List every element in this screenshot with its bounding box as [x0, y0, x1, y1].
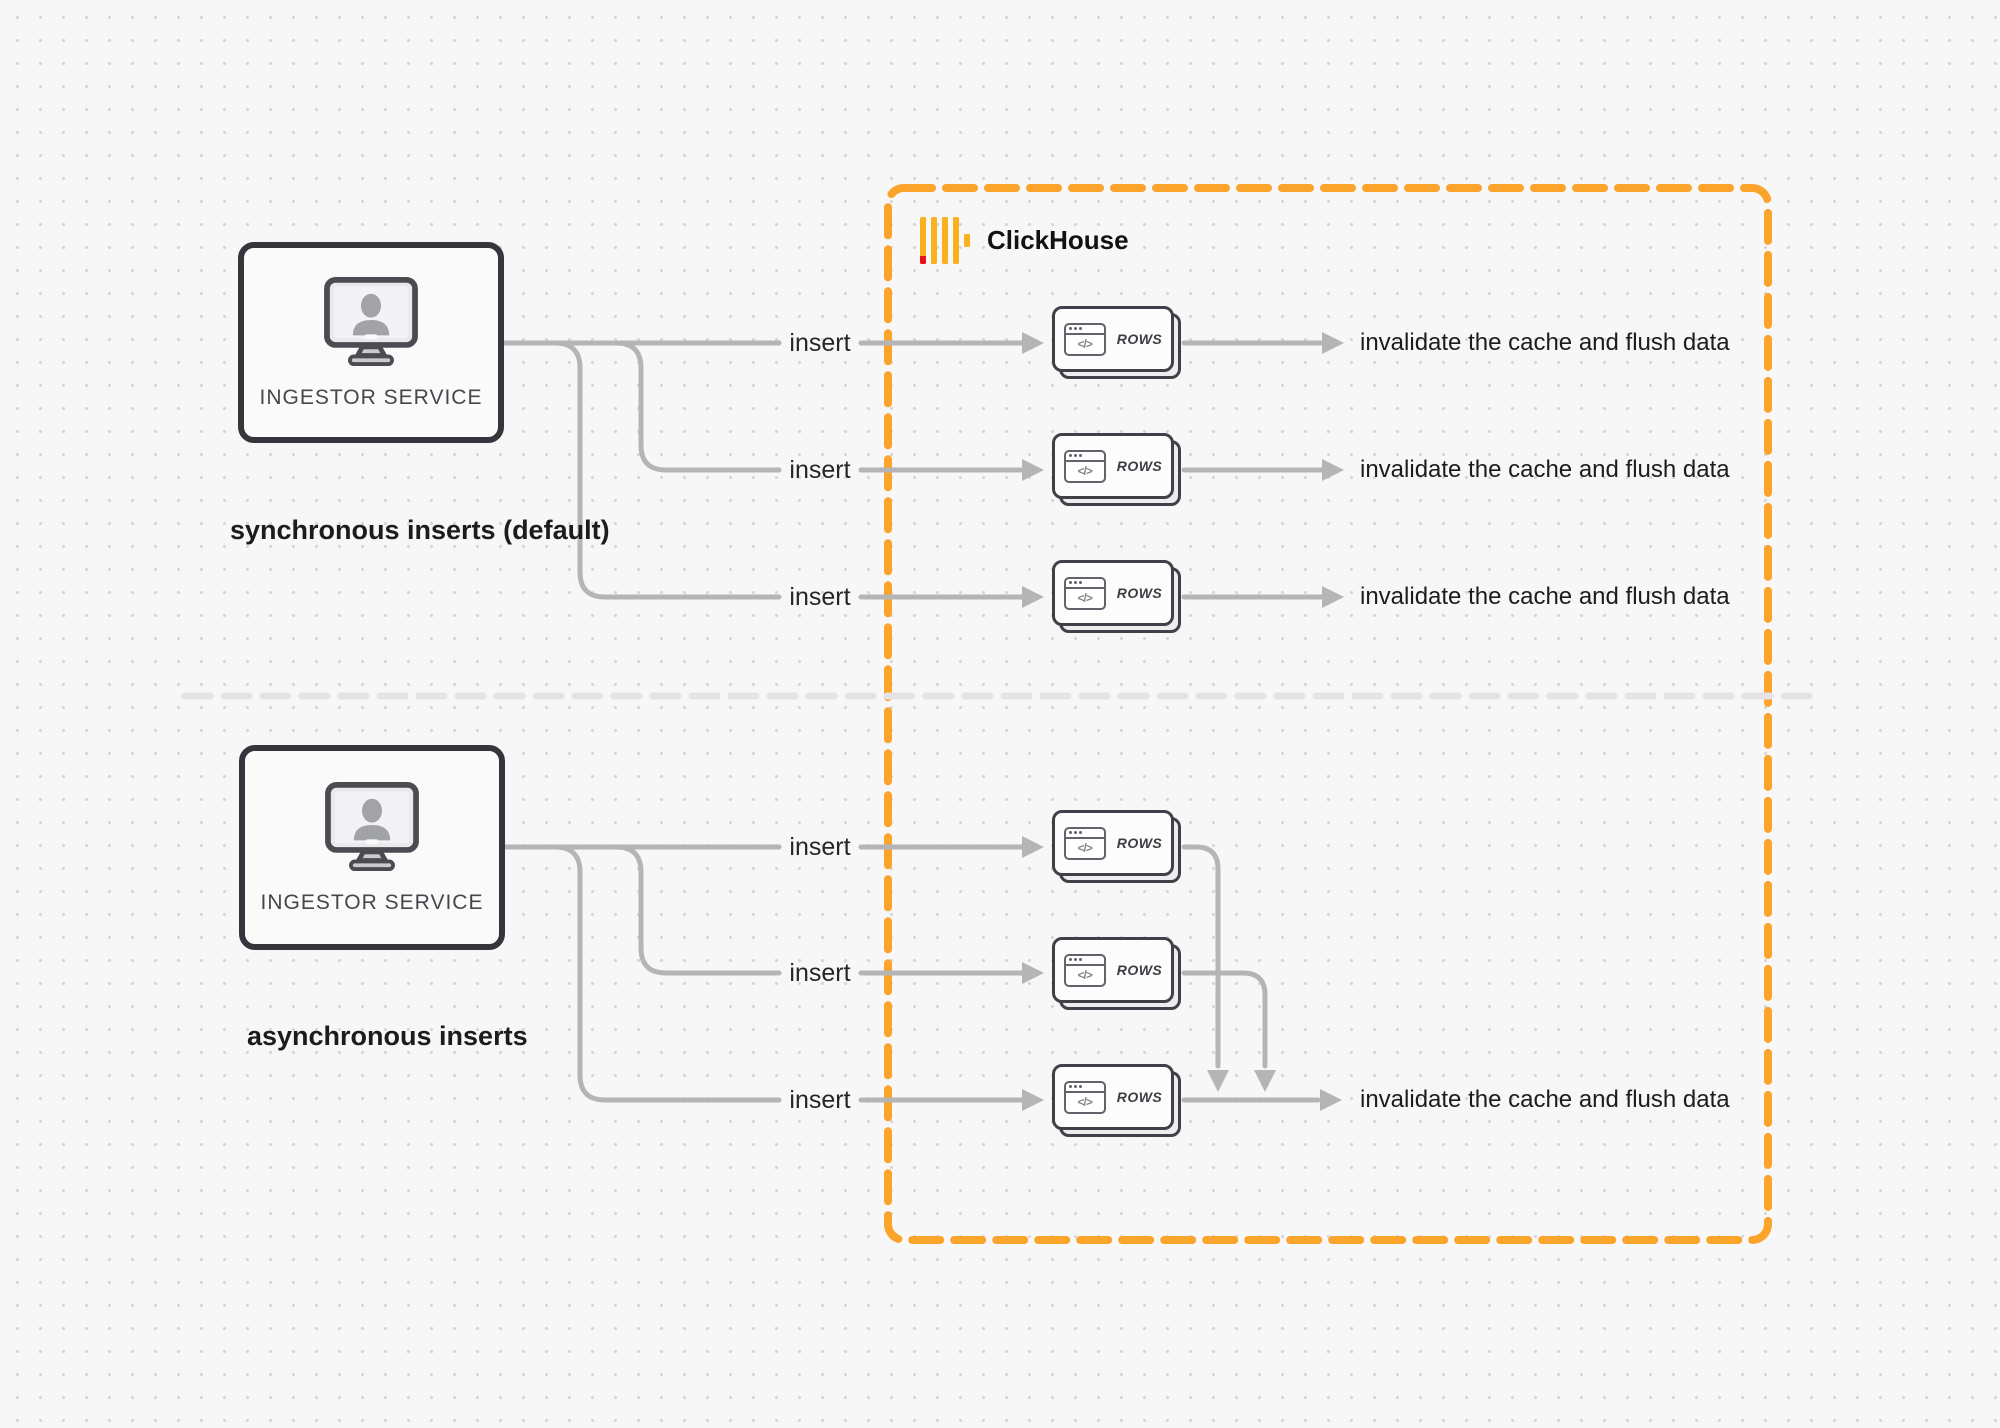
rows-label: ROWS [1116, 331, 1163, 347]
insert-label: insert [789, 1086, 851, 1114]
ingestor-service-label: INGESTOR SERVICE [260, 890, 484, 914]
code-glyph: </> [1077, 591, 1093, 605]
rows-card-face: </> ROWS [1052, 433, 1174, 499]
rows-card: </> ROWS [1052, 560, 1181, 633]
rows-card-face: </> ROWS [1052, 810, 1174, 876]
logo-bar [931, 217, 937, 264]
logo-bar-short [964, 234, 970, 247]
sync-caption: synchronous inserts (default) [230, 515, 610, 545]
async-caption: asynchronous inserts [247, 1021, 528, 1051]
arrowhead-right [1322, 586, 1344, 608]
rows-label: ROWS [1116, 835, 1163, 851]
code-glyph: </> [1077, 1095, 1093, 1109]
invalidate-label: invalidate the cache and flush data [1360, 329, 1730, 356]
arrowhead-right [1022, 332, 1044, 354]
code-glyph: </> [1077, 464, 1093, 478]
connector-sync-branch-row3 [552, 340, 782, 600]
monitor-user-icon [324, 276, 418, 366]
logo-bar [953, 217, 959, 264]
browser-window-icon: </> [1063, 953, 1106, 987]
arrowhead-right [1322, 332, 1344, 354]
rows-label: ROWS [1116, 1089, 1163, 1105]
browser-window-dots [1065, 579, 1104, 589]
invalidate-label: invalidate the cache and flush data [1360, 1086, 1730, 1113]
browser-window-dots [1065, 452, 1104, 462]
browser-window-dots [1065, 325, 1104, 335]
connector-async-merge1 [1181, 844, 1221, 1069]
clickhouse-boundary [884, 184, 1772, 1244]
clickhouse-logo: ClickHouse [920, 217, 1129, 264]
logo-bar-red-tip [920, 217, 926, 264]
rows-card-face: </> ROWS [1052, 306, 1174, 372]
clickhouse-logo-text: ClickHouse [987, 225, 1129, 255]
ingestor-service-label: INGESTOR SERVICE [259, 385, 483, 409]
rows-card: </> ROWS [1052, 937, 1181, 1010]
insert-label: insert [789, 583, 851, 611]
code-glyph: </> [1077, 968, 1093, 982]
ingestor-service-box-async: INGESTOR SERVICE [239, 745, 505, 950]
rows-card: </> ROWS [1052, 306, 1181, 379]
connector-async-branch-row2 [613, 844, 782, 976]
connector-async-merge2 [1181, 970, 1268, 1069]
rows-label: ROWS [1116, 585, 1163, 601]
arrowhead-right [1022, 836, 1044, 858]
arrowhead-right [1320, 1089, 1342, 1111]
browser-window-icon: </> [1063, 449, 1106, 483]
browser-window-icon: </> [1063, 322, 1106, 356]
browser-window-icon: </> [1063, 826, 1106, 860]
arrowhead-right [1322, 459, 1344, 481]
rows-card: </> ROWS [1052, 810, 1181, 883]
clickhouse-logo-bars-icon [920, 217, 970, 264]
logo-bar [942, 217, 948, 264]
insert-label: insert [789, 959, 851, 987]
browser-window-dots [1065, 829, 1104, 839]
monitor-user-icon [325, 781, 419, 871]
rows-card: </> ROWS [1052, 1064, 1181, 1137]
rows-card-face: </> ROWS [1052, 560, 1174, 626]
arrowhead-down [1254, 1070, 1276, 1092]
browser-window-icon: </> [1063, 576, 1106, 610]
invalidate-label: invalidate the cache and flush data [1360, 583, 1730, 610]
connector-sync-branch-row2 [613, 340, 782, 473]
insert-label: insert [789, 833, 851, 861]
rows-label: ROWS [1116, 962, 1163, 978]
rows-card-face: </> ROWS [1052, 1064, 1174, 1130]
code-glyph: </> [1077, 841, 1093, 855]
rows-label: ROWS [1116, 458, 1163, 474]
rows-card-face: </> ROWS [1052, 937, 1174, 1003]
browser-window-dots [1065, 1083, 1104, 1093]
browser-window-icon: </> [1063, 1080, 1106, 1114]
invalidate-label: invalidate the cache and flush data [1360, 456, 1730, 483]
browser-window-dots [1065, 956, 1104, 966]
arrowhead-down [1207, 1070, 1229, 1092]
arrowhead-right [1022, 459, 1044, 481]
arrowhead-right [1022, 586, 1044, 608]
ingestor-service-box-sync: INGESTOR SERVICE [238, 242, 504, 443]
connector-async-branch-row3 [552, 844, 782, 1103]
code-glyph: </> [1077, 337, 1093, 351]
rows-card: </> ROWS [1052, 433, 1181, 506]
arrowhead-right [1022, 962, 1044, 984]
insert-label: insert [789, 329, 851, 357]
insert-label: insert [789, 456, 851, 484]
arrowhead-right [1022, 1089, 1044, 1111]
